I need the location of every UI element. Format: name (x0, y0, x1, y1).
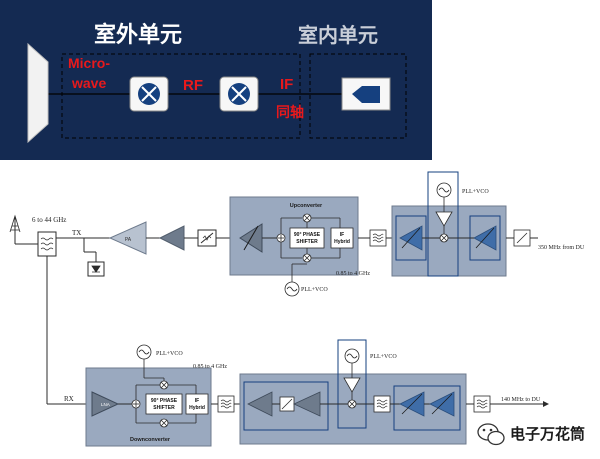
watermark: 电子万花筒 (477, 423, 585, 446)
if-hybrid-label-line2: Hybrid (334, 239, 350, 245)
if-hybrid-block (185, 393, 209, 415)
phase-shifter-block (289, 227, 325, 249)
tx-chain: 6 to 44 GHz TX PA (9, 171, 585, 297)
antenna-dish-icon (27, 42, 49, 144)
if-amp-stage-box (393, 385, 461, 431)
outdoor-unit-label: 室外单元 (94, 22, 182, 47)
microwave-label-line1: Micro- (68, 55, 110, 71)
lo-stage-box (427, 171, 459, 277)
mixer-icon (302, 213, 312, 223)
if-hybrid-label-line2: Hybrid (189, 405, 205, 411)
lo-stage-box (337, 339, 367, 429)
bandpass-filter-icon (369, 229, 387, 247)
oscillator-icon (284, 281, 300, 297)
phase-shifter-label-line2: SHIFTER (153, 405, 175, 411)
if-freq-label: 0.85 to 4 GHz (336, 271, 370, 277)
pll-vco-right-label: PLL+VCO (370, 354, 397, 360)
if-freq-label: 0.85 to 4 GHz (193, 364, 227, 370)
pll-vco-label: PLL+VCO (156, 351, 183, 357)
if-gain-stage-box (243, 381, 329, 431)
summing-node-icon (276, 233, 286, 243)
antenna-freq-label: 6 to 44 GHz (32, 216, 66, 224)
indoor-modem-icon (341, 77, 391, 111)
duplexer-icon (37, 231, 57, 257)
indoor-unit-label: 室内单元 (298, 23, 378, 47)
if-amplifier-icon (473, 225, 497, 251)
tx-output-label: 350 MHz from DU (538, 244, 585, 251)
low-noise-amplifier-icon (91, 391, 120, 417)
upconverter-title: Upconverter (290, 203, 323, 209)
bandpass-filter-icon (473, 395, 491, 413)
if-amplifier-icon (429, 391, 455, 417)
phase-shifter-label-line1: 90° PHASE (294, 232, 321, 238)
mixer-icon (159, 380, 169, 390)
phase-shifter-label-line2: SHIFTER (296, 239, 318, 245)
variable-attenuator-icon (513, 229, 531, 247)
oscillator-icon (436, 182, 452, 198)
rx-chain: RX LNA 90° PHASE (46, 256, 549, 447)
mixer-icon (439, 233, 449, 243)
wechat-icon (477, 423, 505, 446)
if-hybrid-block (330, 227, 354, 249)
oscillator-icon (344, 348, 360, 364)
mixer-icon (129, 76, 169, 112)
bandpass-filter-icon (217, 395, 235, 413)
microwave-label-line2: wave (71, 75, 106, 91)
watermark-text: 电子万花筒 (510, 425, 585, 443)
if-hybrid-label-line1: IF (195, 398, 199, 404)
bandpass-filter-icon (373, 395, 391, 413)
indoor-unit-box (309, 53, 407, 139)
phase-shifter-label-line1: 90° PHASE (151, 398, 178, 404)
mixer-icon (347, 399, 357, 409)
tx-label: TX (72, 229, 81, 237)
rx-label: RX (64, 395, 74, 403)
driver-amplifier-icon (158, 225, 185, 251)
if-label: IF (280, 76, 293, 93)
mixer-icon (302, 253, 312, 263)
downconverter-title: Downconverter (130, 437, 171, 443)
outdoor-unit-box (61, 53, 301, 139)
top-panel: 室外单元 室内单元 Micro- wave RF IF 同轴 (0, 0, 432, 160)
summing-node-icon (131, 399, 141, 409)
pll-vco-label: PLL+VCO (301, 287, 328, 293)
pll-vco-right-label: PLL+VCO (462, 189, 489, 195)
oscillator-icon (136, 344, 152, 360)
antenna-icon (9, 214, 38, 245)
mixer-icon (159, 418, 169, 428)
if-hybrid-label-line1: IF (340, 232, 344, 238)
rf-label: RF (183, 77, 203, 94)
detector-icon (87, 261, 105, 277)
variable-attenuator-icon (197, 229, 217, 247)
pa-label: PA (125, 237, 132, 243)
mixer-icon (219, 76, 259, 112)
lna-label: LNA (101, 402, 110, 407)
coax-label: 同轴 (276, 104, 304, 120)
rx-output-label: 140 MHz to DU (501, 397, 541, 403)
variable-attenuator-icon (279, 396, 295, 412)
phase-shifter-block (145, 393, 183, 415)
